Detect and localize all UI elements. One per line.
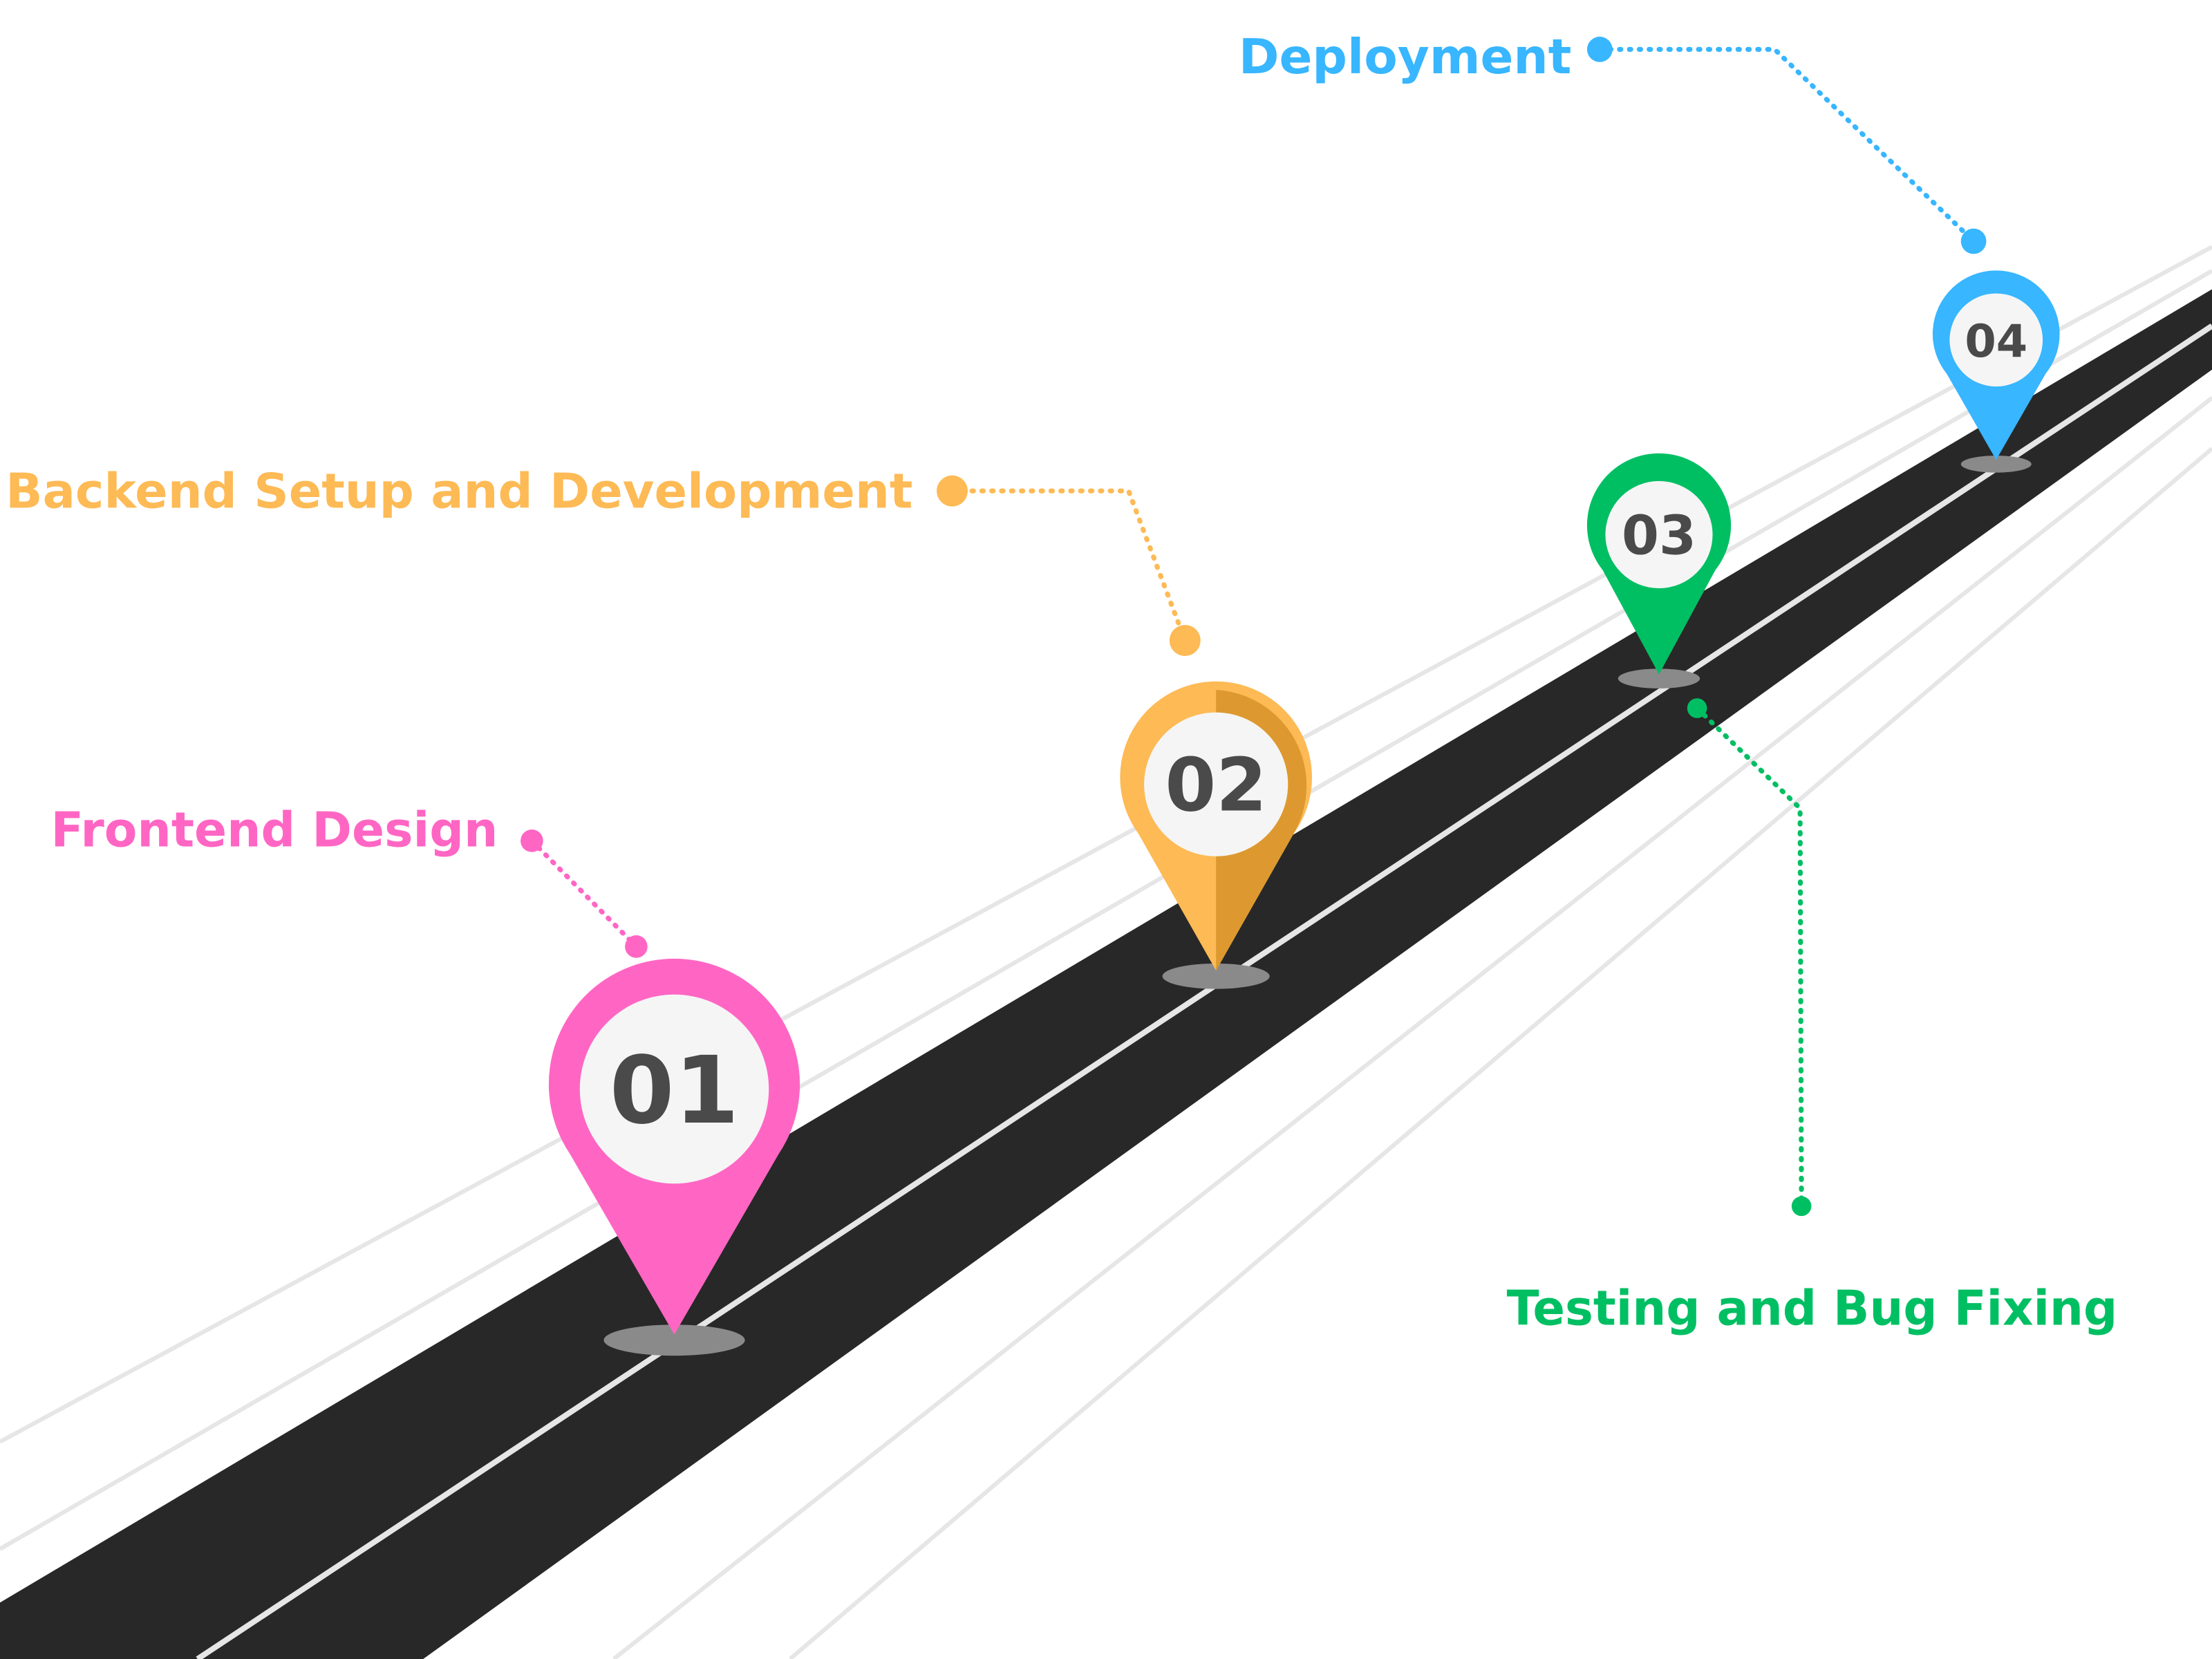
stage-label-02: Backend Setup and Development bbox=[6, 465, 912, 520]
leader-dot-03-start bbox=[1687, 698, 1707, 718]
pin-02: 02 bbox=[1120, 681, 1312, 989]
leader-lines bbox=[529, 46, 1976, 1209]
pin-inner-circle bbox=[1949, 293, 2043, 387]
leader-dot-01-end bbox=[625, 935, 648, 958]
pin-03: 03 bbox=[1586, 453, 1732, 688]
leader-dots bbox=[521, 37, 1987, 1217]
leader-dot-04-end bbox=[1960, 228, 1987, 254]
leader-dot-02-start bbox=[937, 475, 968, 507]
guide-line bbox=[612, 396, 2212, 1659]
pin-shadow bbox=[603, 1324, 745, 1356]
pin-inner-circle bbox=[1605, 480, 1713, 589]
pin-number: 04 bbox=[1965, 315, 2027, 368]
road-center-line bbox=[196, 324, 2212, 1659]
pin-shadow bbox=[1618, 668, 1700, 688]
leader-dot-02-end bbox=[1169, 625, 1201, 656]
guide-line bbox=[788, 447, 2212, 1659]
pin-inner-circle bbox=[579, 994, 769, 1184]
leader-dot-04-start bbox=[1586, 37, 1613, 62]
leader-line-03 bbox=[1694, 705, 1804, 1209]
pin-number: 03 bbox=[1622, 505, 1696, 568]
stage-label-03: Testing and Bug Fixing bbox=[1507, 1281, 2118, 1336]
pin-shadow bbox=[1960, 456, 2032, 473]
stage-label-01: Frontend Design bbox=[50, 803, 498, 858]
leader-dot-01-start bbox=[521, 830, 543, 852]
pin-inner-circle bbox=[1144, 712, 1288, 856]
leader-line-04 bbox=[1597, 46, 1976, 244]
pin-number: 01 bbox=[610, 1036, 739, 1145]
leader-dot-03-end bbox=[1791, 1196, 1812, 1217]
leader-line-01 bbox=[529, 838, 639, 949]
pin-01: 01 bbox=[548, 958, 800, 1356]
pin-shadow bbox=[1162, 963, 1270, 989]
pin-04: 04 bbox=[1932, 270, 2060, 473]
pin-number: 02 bbox=[1165, 743, 1267, 829]
stage-label-04: Deployment bbox=[1239, 30, 1572, 85]
guide-line bbox=[0, 269, 2212, 1551]
guide-line bbox=[0, 245, 2212, 1444]
leader-line-02 bbox=[949, 488, 1188, 644]
